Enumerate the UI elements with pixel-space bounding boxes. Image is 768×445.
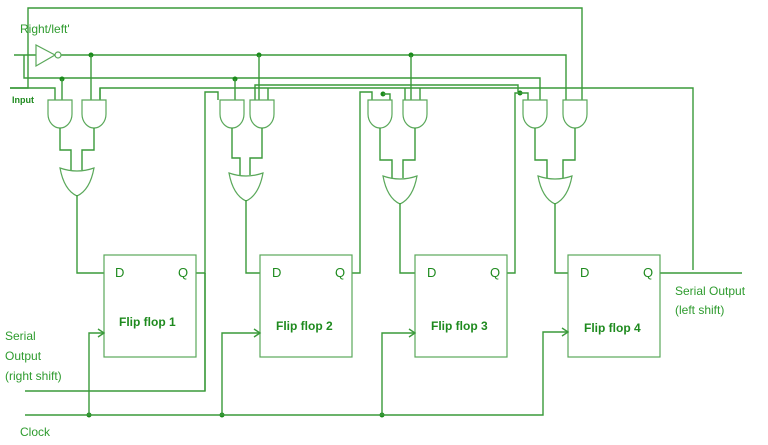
ff1-d-pin: D bbox=[115, 265, 124, 280]
ff1-label: Flip flop 1 bbox=[119, 315, 176, 329]
flip-flop-3 bbox=[414, 254, 508, 358]
serial-output-left-line2: (left shift) bbox=[675, 303, 724, 317]
ff4-d-pin: D bbox=[580, 265, 589, 280]
junctions bbox=[59, 52, 523, 418]
control-label: Right/left' bbox=[20, 22, 70, 36]
stage-1-logic bbox=[10, 55, 219, 274]
input-label: Input bbox=[12, 95, 34, 105]
clock-label: Clock bbox=[20, 425, 51, 439]
ff3-label: Flip flop 3 bbox=[431, 319, 488, 333]
stage-4-logic bbox=[522, 99, 742, 274]
ff2-d-pin: D bbox=[272, 265, 281, 280]
ff1-q-pin: Q bbox=[178, 265, 188, 280]
control-wires bbox=[10, 7, 694, 270]
ff3-q-pin: Q bbox=[490, 265, 500, 280]
ff4-q-pin: Q bbox=[643, 265, 653, 280]
ff3-d-pin: D bbox=[427, 265, 436, 280]
stage-3-logic bbox=[367, 55, 529, 274]
clock-wires bbox=[25, 327, 570, 416]
ff2-q-pin: Q bbox=[335, 265, 345, 280]
inverter-gate bbox=[35, 44, 62, 68]
stage-2-logic bbox=[219, 55, 373, 274]
flip-flop-4 bbox=[567, 254, 661, 358]
serial-output-right-line1: Serial bbox=[5, 329, 36, 343]
flip-flop-2 bbox=[259, 254, 353, 358]
serial-output-right-line2: Output bbox=[5, 349, 42, 363]
ff2-label: Flip flop 2 bbox=[276, 319, 333, 333]
flip-flop-1 bbox=[103, 254, 197, 358]
serial-output-right-line3: (right shift) bbox=[5, 369, 62, 383]
ff4-label: Flip flop 4 bbox=[584, 321, 641, 335]
feedback-lines bbox=[25, 273, 206, 392]
serial-output-left-line1: Serial Output bbox=[675, 284, 746, 298]
